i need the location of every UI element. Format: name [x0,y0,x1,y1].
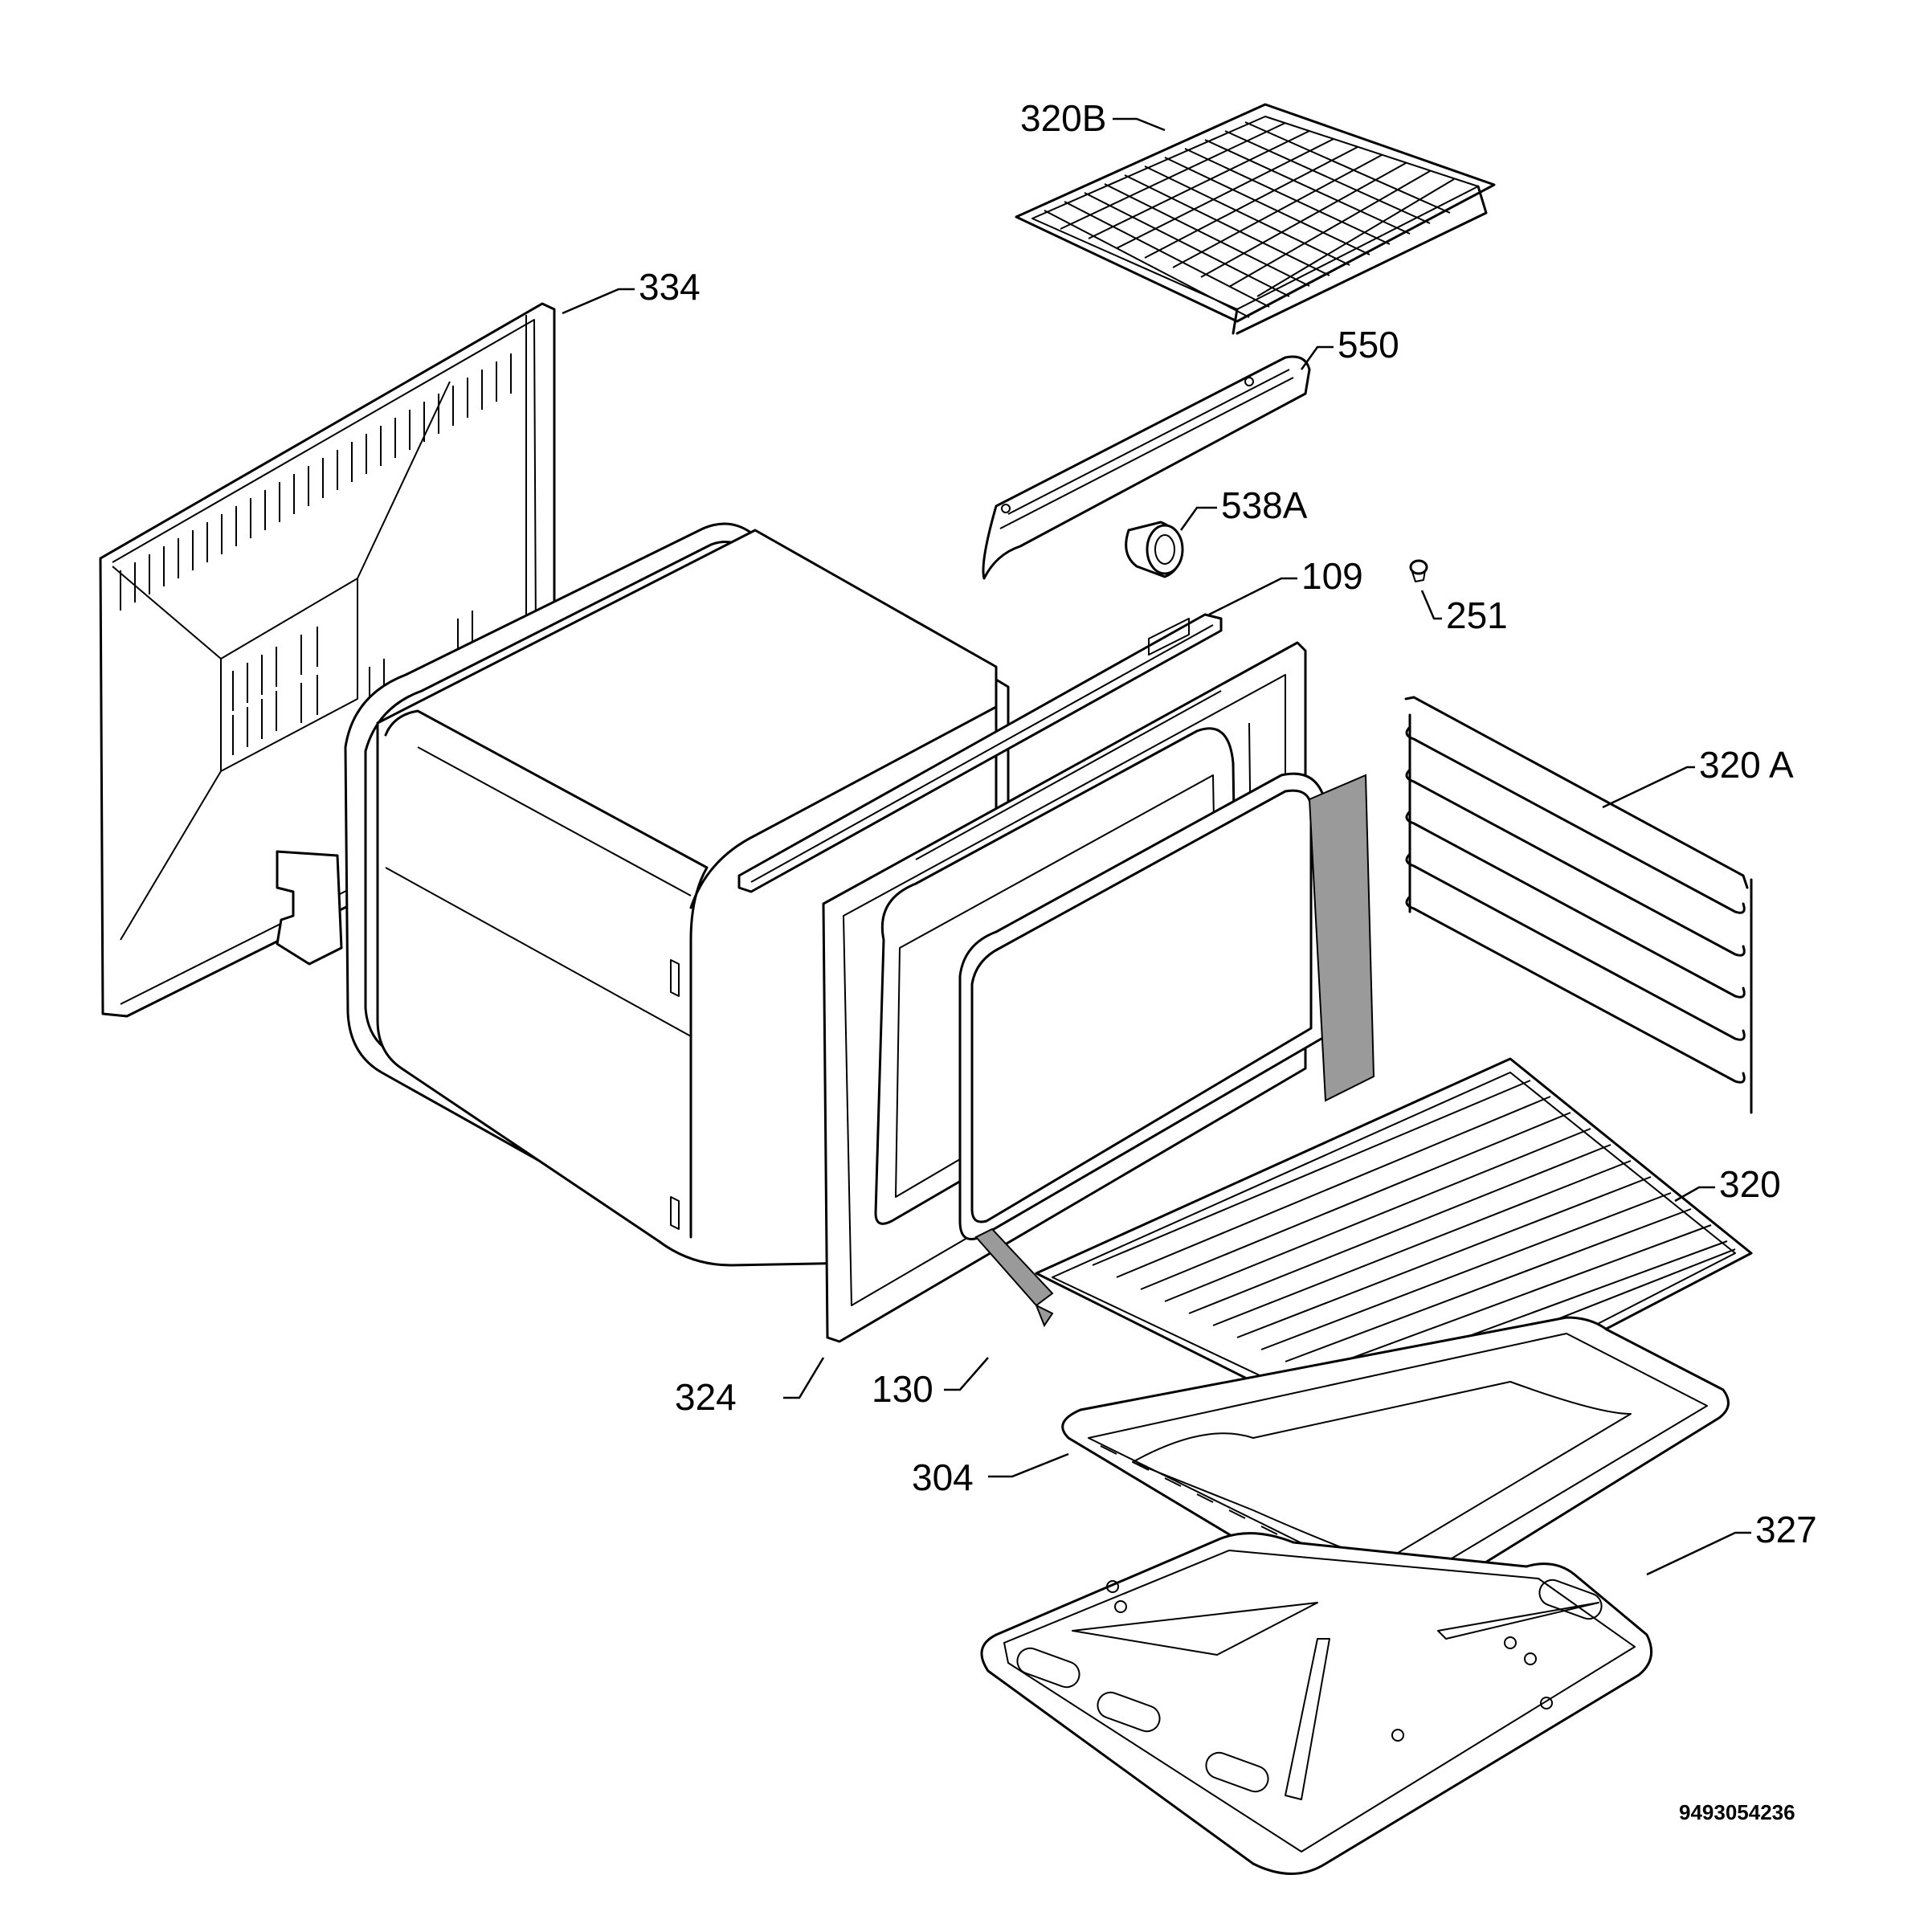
drawing-code: 9493054236 [1679,1800,1795,1824]
label-538a: 538A [1221,484,1308,526]
label-550: 550 [1338,324,1399,366]
part-327-bottom-cover [980,1532,1653,1875]
label-109: 109 [1301,555,1363,597]
part-130-door-seal [958,772,1375,1328]
part-550 [982,355,1311,580]
part-320b-wire-rack [1015,103,1496,335]
leader-lines [562,117,1751,1576]
label-334: 334 [639,266,701,308]
part-538a-lamp-holder [1125,521,1184,578]
label-304: 304 [912,1456,974,1498]
label-327: 327 [1755,1509,1817,1550]
part-320a-side-support [1404,696,1753,1114]
label-320b: 320B [1020,97,1106,139]
label-320a: 320 A [1699,744,1794,786]
part-labels: 320B 334 550 538A 109 251 320 A 320 324 … [639,97,1817,1824]
label-324: 324 [675,1376,737,1418]
part-251-screw [1409,559,1428,582]
label-251: 251 [1446,594,1508,636]
part-109-rail [737,613,1223,893]
label-130: 130 [872,1368,933,1410]
label-320: 320 [1719,1163,1781,1205]
